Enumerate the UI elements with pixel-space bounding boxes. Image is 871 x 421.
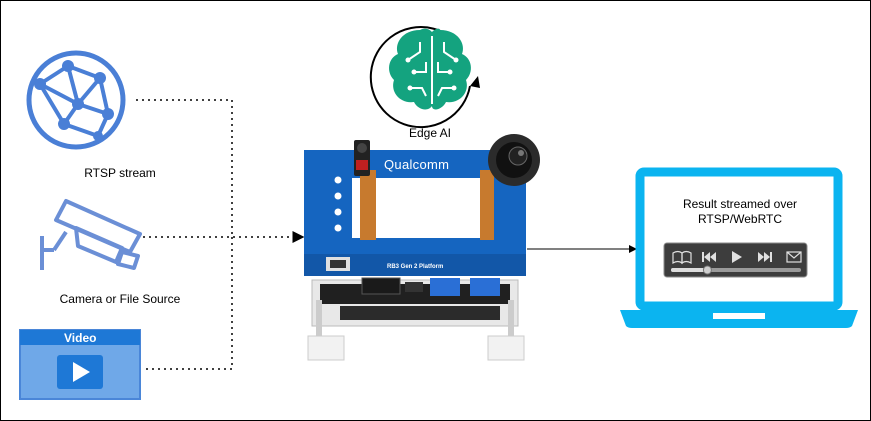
device-brand-label: Qualcomm <box>384 157 449 172</box>
output-label-line2: RTSP/WebRTC <box>660 212 820 227</box>
video-title: Video <box>64 331 96 345</box>
media-player-controls <box>664 243 807 277</box>
output-label-line1: Result streamed over <box>660 197 820 212</box>
edge-ai-label: Edge AI <box>395 126 465 140</box>
security-camera-icon <box>42 201 140 270</box>
device-model-label: RB3 Gen 2 Platform <box>387 264 443 270</box>
source-connectors <box>136 100 303 369</box>
progress-fill <box>671 268 707 272</box>
ai-brain-icon <box>371 27 480 127</box>
globe-network-icon <box>29 53 123 147</box>
rtsp-stream-label: RTSP stream <box>40 166 200 180</box>
camera-source-label: Camera or File Source <box>40 292 200 306</box>
output-label: Result streamed over RTSP/WebRTC <box>660 197 820 227</box>
progress-knob <box>703 266 711 274</box>
